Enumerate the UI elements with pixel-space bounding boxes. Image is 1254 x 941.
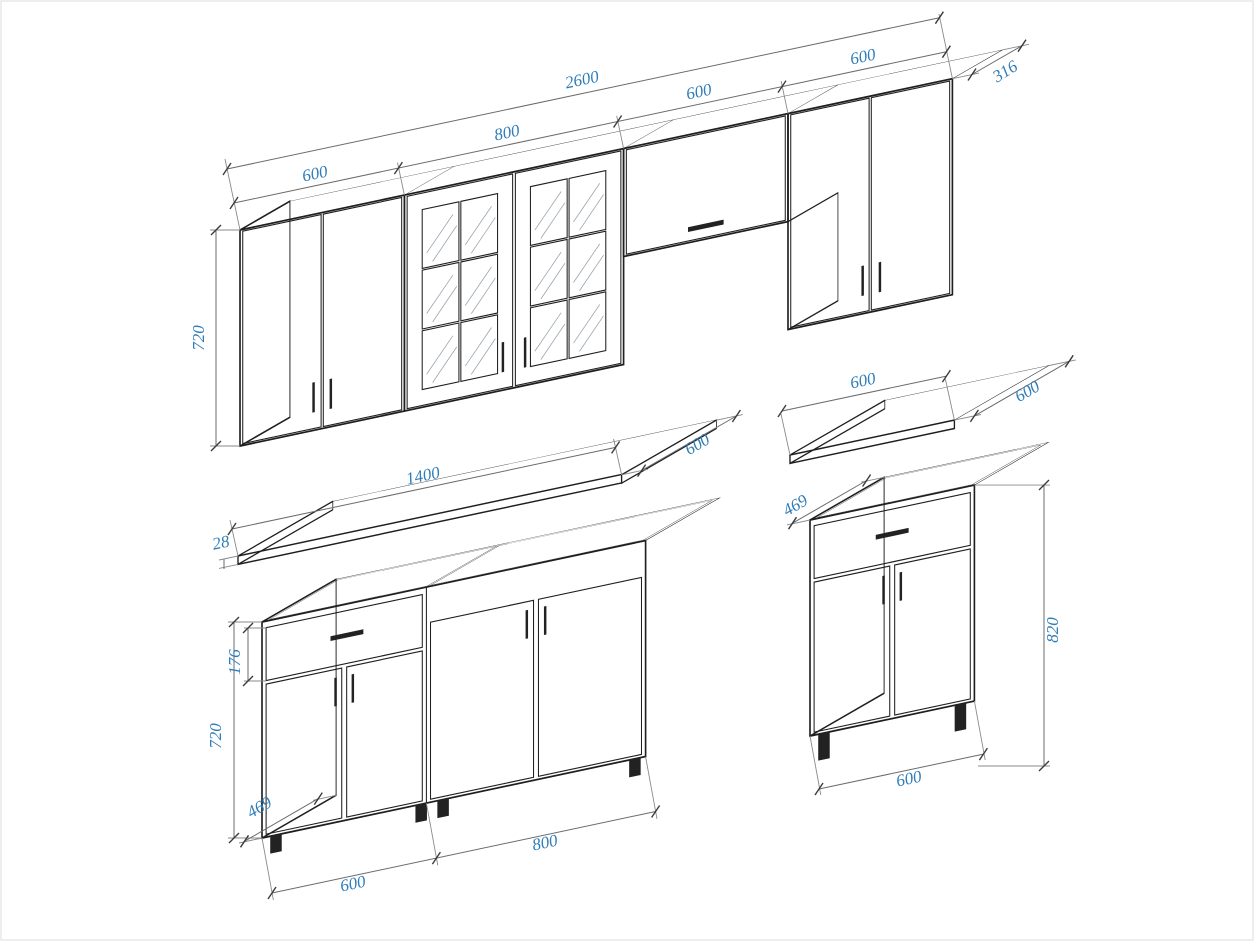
- door-handle: [543, 605, 547, 636]
- worktop-top-face: [236, 419, 718, 557]
- base-door: [894, 548, 971, 716]
- base-front: [261, 539, 647, 854]
- worktop-front-edge: [237, 473, 623, 566]
- single-base-cabinet: [788, 364, 1051, 761]
- single-front: [809, 484, 976, 761]
- wall-door: [322, 196, 403, 428]
- door-handle: [501, 341, 505, 373]
- wall-right-cabinet-gable: [787, 191, 839, 331]
- wall-cabinet-run: [238, 49, 1004, 448]
- dim-wall-total: 2600: [563, 67, 601, 93]
- door-handle: [687, 219, 724, 233]
- base-cabinet-run: [236, 419, 721, 854]
- cabinet-leg: [415, 802, 427, 823]
- sink-door: [429, 599, 535, 800]
- single-open-top: [808, 441, 1050, 521]
- dim-worktop-thickness: 28: [211, 531, 232, 553]
- dim-wall-section-1: 600: [300, 162, 329, 186]
- door-handle: [882, 575, 885, 605]
- dim-wall-depth: 316: [988, 56, 1021, 86]
- cabinet-leg: [629, 757, 641, 778]
- dim-single-top-depth: 600: [1011, 376, 1043, 405]
- door-handle: [861, 265, 864, 297]
- door-handle: [329, 378, 333, 409]
- dim-wall-section-2: 800: [492, 121, 521, 145]
- wall-front-faces: [239, 77, 954, 448]
- dim-wall-height: 720: [189, 325, 208, 351]
- drawer-handle: [875, 527, 909, 540]
- wall-left-gable: [239, 200, 291, 448]
- glass-door: [514, 150, 622, 387]
- door-handle: [899, 571, 903, 601]
- door-handle: [523, 337, 527, 368]
- base-open-top: [260, 497, 721, 623]
- dim-drawer-height: 176: [225, 649, 244, 675]
- dim-worktop-length: 1400: [404, 463, 442, 489]
- drawer-front: [265, 593, 423, 682]
- dim-single-width: 600: [894, 767, 923, 791]
- single-worktop-front-edge: [789, 419, 956, 465]
- dim-base-depth: 469: [243, 792, 275, 821]
- dim-base-section-2: 800: [530, 831, 559, 855]
- base-dimensions: 1400 600 28 720 176 469 600 800: [206, 409, 743, 901]
- door-handle: [312, 382, 315, 413]
- flap-door: [625, 115, 786, 255]
- wall-door: [790, 97, 870, 328]
- dim-worktop-depth: 600: [681, 429, 713, 458]
- glass-door: [406, 173, 514, 410]
- wall-dimensions: 600 800 600 600 2600 316 720: [189, 11, 1030, 452]
- cabinet-leg: [954, 702, 967, 732]
- base-door: [346, 650, 423, 818]
- dim-base-height: 720: [206, 723, 225, 749]
- door-handle: [878, 261, 882, 293]
- base-door: [265, 667, 343, 835]
- worktop-right-edge: [621, 419, 717, 485]
- sink-door: [537, 576, 643, 777]
- wall-door: [870, 80, 951, 311]
- cabinet-leg: [818, 731, 830, 761]
- door-handle: [525, 609, 529, 639]
- door-handle: [334, 677, 337, 707]
- door-handle: [351, 673, 355, 703]
- base-door: [813, 565, 891, 733]
- drawer-front: [813, 491, 971, 580]
- dim-single-height: 820: [1043, 617, 1062, 643]
- dim-single-top-width: 600: [848, 369, 877, 393]
- cabinet-leg: [270, 833, 282, 854]
- single-left-gable: [809, 476, 885, 738]
- dim-base-section-1: 600: [338, 872, 367, 896]
- dim-wall-section-3: 600: [684, 80, 713, 104]
- wall-door: [242, 213, 322, 445]
- drawer-handle: [330, 629, 364, 642]
- base-left-gable: [261, 578, 337, 840]
- single-worktop-left-edge: [789, 399, 886, 465]
- worktop-left-edge: [237, 500, 334, 566]
- cabinet-leg: [437, 798, 449, 819]
- dim-wall-section-4: 600: [848, 45, 877, 69]
